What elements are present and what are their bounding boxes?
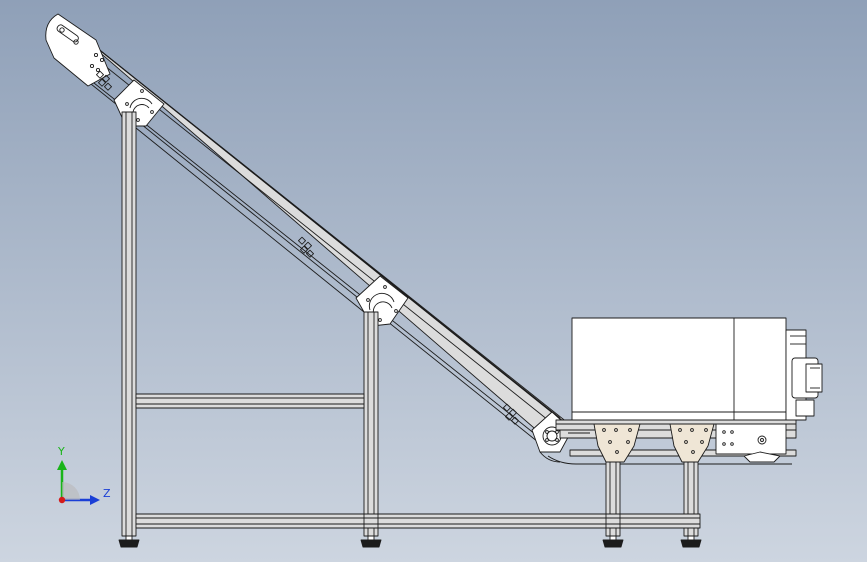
bolt-cluster-top (96, 70, 112, 91)
gear-motor[interactable] (785, 329, 823, 421)
horizontal-end-plate[interactable] (715, 423, 787, 463)
cross-beam-bottom[interactable] (135, 513, 701, 529)
diagonal-support-line (135, 127, 365, 313)
cross-beam-middle[interactable] (135, 393, 365, 409)
z-axis-arrowhead (90, 495, 100, 505)
leveling-foot-1[interactable] (118, 535, 140, 548)
leg-middle[interactable] (363, 311, 379, 537)
bolt-cluster-low (503, 403, 519, 425)
head-pulley-end[interactable] (45, 13, 112, 91)
bolt-cluster-mid (298, 236, 314, 258)
y-axis-arrowhead (57, 460, 67, 470)
leg-front-tall[interactable] (121, 111, 137, 537)
leg-bracket-right[interactable] (669, 423, 715, 463)
coordinate-triad[interactable]: Y Z (57, 445, 111, 505)
y-axis-label: Y (57, 445, 65, 458)
triad-origin-dot (58, 496, 66, 504)
leg-bracket-left[interactable] (593, 423, 641, 463)
triad-plane-shade (62, 482, 80, 500)
z-axis-label: Z (103, 487, 111, 500)
drive-motor-box[interactable] (571, 317, 787, 421)
leveling-foot-2[interactable] (360, 535, 382, 548)
leveling-foot-3[interactable] (602, 535, 624, 548)
leveling-foot-4[interactable] (680, 535, 702, 548)
